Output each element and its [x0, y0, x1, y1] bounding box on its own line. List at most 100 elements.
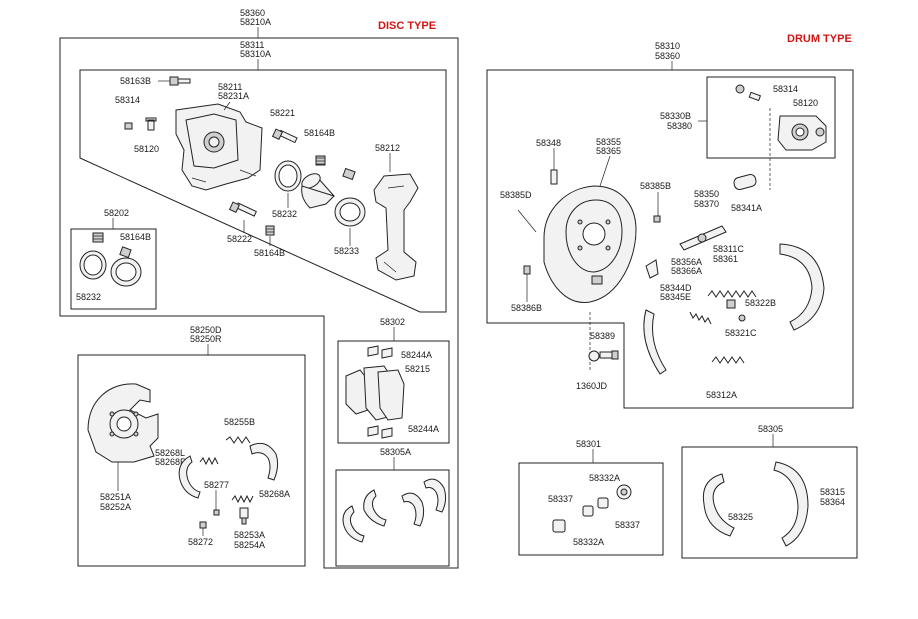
brake-shoe-icon: [702, 461, 809, 547]
part-label: 58315: [820, 487, 845, 497]
part-label: 58330B: [660, 111, 691, 121]
guide-pin-icon: [228, 201, 257, 217]
part-label: 58322B: [745, 298, 776, 308]
dust-boot-icon: [92, 232, 104, 243]
hold-down-cup-icon: [199, 521, 207, 529]
part-label: 58164B: [304, 128, 335, 138]
part-label: 58321C: [725, 328, 757, 338]
brake-shoe-icon: [643, 243, 825, 375]
part-label: 58231A: [218, 91, 249, 101]
part-label: 58210A: [240, 17, 271, 27]
part-label: 58268R: [155, 457, 187, 467]
part-label: 58272: [188, 537, 213, 547]
part-label: 58385B: [640, 181, 671, 191]
part-label: 58312A: [706, 390, 737, 400]
seal-ring-icon: [334, 197, 366, 227]
part-label: 58386B: [511, 303, 542, 313]
caliper-icon: [175, 103, 263, 191]
seal-ring-icon: [274, 160, 302, 192]
part-label: 58366A: [671, 266, 702, 276]
part-label: 58337: [615, 520, 640, 530]
part-label: 58163B: [120, 76, 151, 86]
leader-line: [599, 155, 611, 187]
piston-seal-icon: [119, 246, 132, 259]
part-label: 58120: [793, 98, 818, 108]
part-label: 58164B: [120, 232, 151, 242]
part-label: 58311C: [713, 244, 744, 254]
leader-line: [223, 101, 231, 111]
disc-assembly-frame: [59, 37, 459, 569]
spring-icon: [231, 494, 254, 504]
piston-icon: [301, 173, 335, 209]
bolt-icon: [588, 350, 619, 362]
part-label: 58268L: [155, 448, 185, 458]
part-label: 58345E: [660, 292, 691, 302]
part-label: 58255B: [224, 417, 255, 427]
part-label: 58305: [758, 424, 783, 434]
piston-seal-icon: [342, 167, 356, 181]
pad-kit-frame: [337, 340, 450, 444]
wheel-cylinder-frame: [706, 76, 836, 159]
lever-icon: [645, 259, 659, 279]
seal-kit-frame: [70, 228, 157, 310]
guide-pin-icon: [271, 128, 298, 144]
disc-type-title: DISC TYPE: [378, 20, 436, 32]
part-label: 58251A: [100, 492, 131, 502]
part-label: 58325: [728, 512, 753, 522]
parking-shoe-kit-frame: [335, 469, 450, 567]
part-label: 58250R: [190, 334, 222, 344]
part-label: 58389: [590, 331, 615, 341]
part-label: 58302: [380, 317, 405, 327]
pin-icon: [213, 509, 220, 516]
caliper-bracket-icon: [373, 173, 419, 281]
part-label: 58268A: [259, 489, 290, 499]
part-label: 58244A: [408, 424, 439, 434]
seal-ring-icon: [79, 250, 107, 280]
part-label: 58232: [76, 292, 101, 302]
bleeder-screw-icon: [735, 84, 762, 102]
part-label: 58314: [773, 84, 798, 94]
part-label: 58305A: [380, 447, 411, 457]
drum-type-title: DRUM TYPE: [787, 33, 852, 45]
brake-shoe-icon: [342, 478, 447, 543]
seal-ring-icon: [552, 484, 632, 533]
leader-line: [517, 209, 537, 233]
pad-clip-icon: [367, 425, 393, 439]
part-label: 58332A: [589, 473, 620, 483]
part-label: 58164B: [254, 248, 285, 258]
part-label: 58337: [548, 494, 573, 504]
part-label: 58314: [115, 95, 140, 105]
part-label: 58361: [713, 254, 738, 264]
part-label: 58221: [270, 108, 295, 118]
spring-icon: [707, 290, 757, 298]
spring-icon: [225, 436, 251, 444]
pad-clip-icon: [367, 345, 393, 359]
part-label: 58348: [536, 138, 561, 148]
part-label: 58277: [204, 480, 229, 490]
bleeder-screw-icon: [145, 117, 157, 131]
backing-plate-icon: [87, 383, 159, 463]
caliper-assembly-frame: [79, 69, 447, 313]
part-label: 58310: [655, 41, 680, 51]
parking-brake-frame: [77, 354, 306, 567]
part-label: 58250D: [190, 325, 222, 335]
part-label: 58332A: [573, 537, 604, 547]
part-label: 58254A: [234, 540, 265, 550]
part-label: 58350: [694, 189, 719, 199]
part-label: 58252A: [100, 502, 131, 512]
seal-ring-icon: [110, 257, 142, 287]
part-label: 58120: [134, 144, 159, 154]
part-label: 58233: [334, 246, 359, 256]
seal-ring-icon: [733, 173, 757, 191]
part-label: 1360JD: [576, 381, 608, 391]
part-label: 58356A: [671, 257, 702, 267]
plug-icon: [523, 265, 531, 275]
part-label: 58222: [227, 234, 252, 244]
shoe-kit-frame: [681, 446, 858, 559]
part-label: 58380: [667, 121, 692, 131]
part-label: 58301: [576, 439, 601, 449]
spring-icon: [689, 311, 712, 325]
dust-boot-icon: [315, 155, 326, 166]
bleeder-cap-icon: [124, 122, 133, 130]
